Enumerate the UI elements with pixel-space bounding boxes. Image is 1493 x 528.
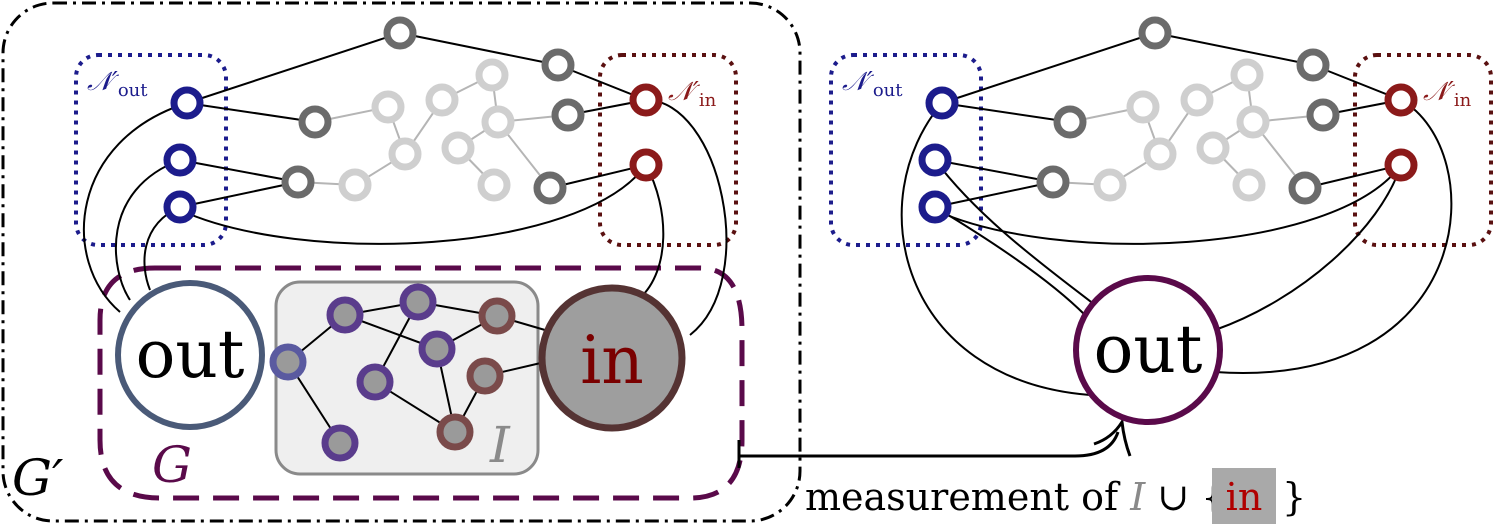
left-panel: out in	[1, 1, 802, 523]
caption-in: in	[1226, 475, 1263, 519]
node	[1306, 98, 1340, 132]
node	[326, 296, 364, 334]
node	[629, 83, 663, 117]
node	[1384, 148, 1418, 182]
node	[388, 137, 422, 171]
node	[1296, 48, 1330, 82]
caption-close: }	[1282, 475, 1306, 519]
node	[481, 105, 515, 139]
right-light-nodes	[1093, 58, 1270, 202]
measurement-arrow	[737, 417, 1132, 468]
node	[551, 98, 585, 132]
inner-graph-boundary	[97, 265, 745, 501]
node	[1230, 58, 1264, 92]
node	[1384, 83, 1418, 117]
node	[1180, 83, 1214, 117]
node	[925, 86, 959, 120]
node	[338, 168, 372, 202]
node	[1036, 165, 1070, 199]
node	[477, 168, 511, 202]
node	[399, 283, 437, 321]
node	[163, 143, 197, 177]
caption-in-box	[1212, 468, 1276, 524]
n-out-box	[74, 53, 228, 247]
node	[371, 90, 405, 124]
node	[1093, 168, 1127, 202]
node	[629, 148, 663, 182]
outer-graph-boundary	[1, 1, 802, 523]
svg-text:measurement of I ∪ {: measurement of I ∪ {	[805, 475, 1225, 519]
node	[383, 16, 417, 50]
node	[441, 131, 475, 165]
node	[281, 165, 315, 199]
node	[425, 83, 459, 117]
n-out-label-right: 𝒩′out	[842, 67, 903, 101]
right-out-node: out	[1073, 275, 1223, 425]
left-interior-nodes	[269, 283, 516, 462]
n-out-box-right	[829, 53, 983, 247]
left-dark-nodes	[281, 16, 585, 205]
node	[1232, 168, 1266, 202]
left-in-node: in	[538, 284, 686, 432]
node	[418, 330, 456, 368]
right-black-edges	[900, 32, 1453, 396]
node	[918, 190, 952, 224]
node	[478, 297, 516, 335]
n-in-box	[598, 53, 738, 247]
n-out-label-left: 𝒩′out	[87, 67, 148, 101]
node	[163, 190, 197, 224]
outer-graph-label: G′	[12, 449, 64, 507]
node	[466, 357, 504, 395]
left-out-node: out	[115, 280, 265, 430]
right-n-out-nodes	[918, 86, 959, 224]
right-out-label: out	[1094, 311, 1203, 388]
node	[918, 143, 952, 177]
node	[1143, 137, 1177, 171]
n-in-label-right: 𝒩′in	[1423, 77, 1472, 111]
right-n-in-nodes	[1384, 83, 1418, 182]
node	[1196, 131, 1230, 165]
node	[475, 58, 509, 92]
node	[321, 424, 359, 462]
arrow-caption: measurement of I ∪ { in }	[805, 468, 1306, 524]
node	[356, 363, 394, 401]
left-out-label: out	[136, 316, 245, 393]
node	[269, 343, 307, 381]
left-n-in-nodes	[629, 83, 663, 182]
node	[436, 413, 474, 451]
node	[533, 171, 567, 205]
n-in-label-left: 𝒩′in	[668, 77, 717, 111]
node	[1126, 90, 1160, 124]
left-black-edges	[179, 32, 647, 245]
node	[1236, 105, 1270, 139]
inner-graph-label: G	[152, 436, 192, 494]
left-n-out-nodes	[163, 86, 204, 224]
node	[1138, 16, 1172, 50]
node	[541, 48, 575, 82]
n-in-box-right	[1353, 53, 1493, 247]
node	[170, 86, 204, 120]
left-light-nodes	[338, 58, 515, 202]
node	[1288, 171, 1322, 205]
right-dark-nodes	[1036, 16, 1340, 205]
right-panel: out 𝒩′out �	[829, 16, 1493, 425]
left-in-label: in	[580, 322, 644, 399]
node	[1053, 105, 1087, 139]
node	[298, 105, 332, 139]
interior-label: I	[489, 416, 511, 474]
